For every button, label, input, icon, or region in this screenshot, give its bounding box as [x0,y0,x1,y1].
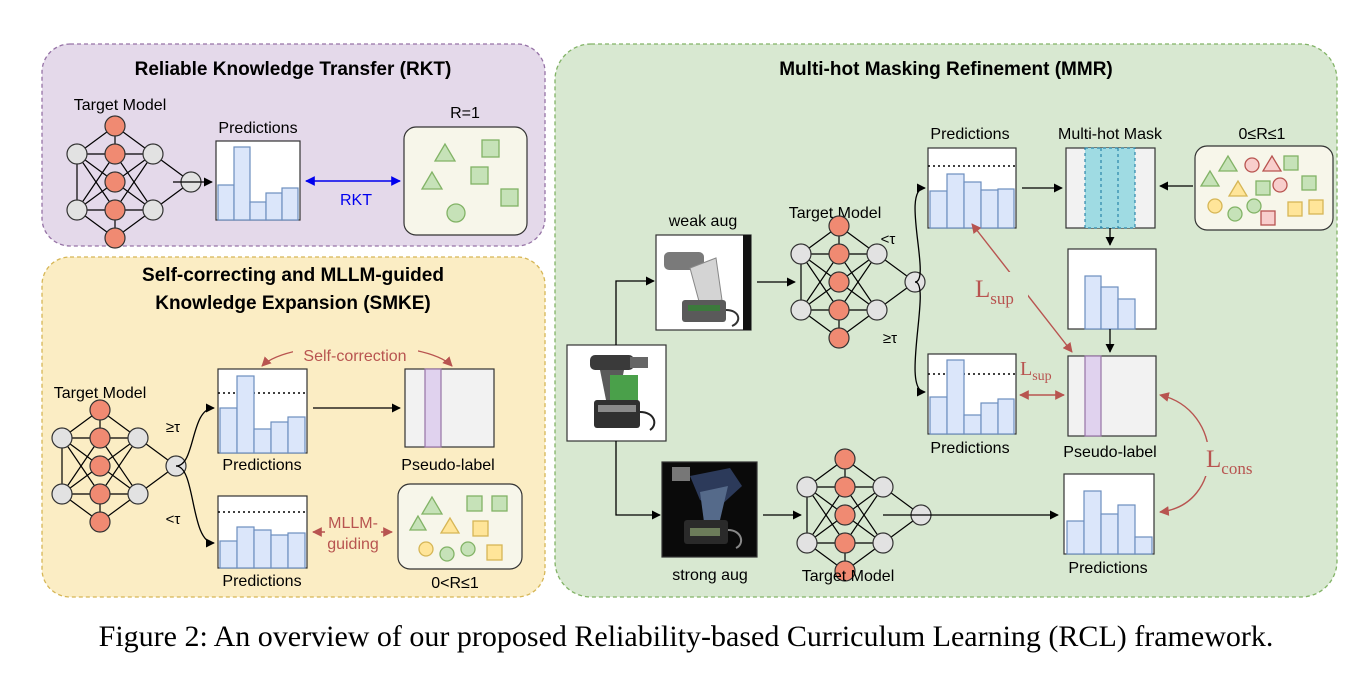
rkt-title: Reliable Knowledge Transfer (RKT) [135,59,452,80]
figure-caption: Figure 2: An overview of our proposed Re… [98,620,1274,653]
mmr-mixed-samples-box [1194,145,1334,231]
mmr-lcons-label: Lcons [1206,446,1252,478]
mmr-lsup-label-bg [972,272,1028,306]
smke-predictions-bottom-chart [217,495,308,569]
smke-self-correction-label-bg [293,344,418,366]
input-image-drill [566,344,667,442]
smke-mllm-label-bg [325,510,381,555]
smke-predictions-top-chart [217,368,308,454]
strong-aug-label: strong aug [672,567,748,584]
multi-hot-mask-label: Multi-hot Mask [1058,126,1163,143]
smke-panel: Self-correcting and MLLM-guided Knowledg… [41,256,546,598]
mmr-ge-tau-label: ≥τ [883,330,897,347]
rkt-reliability-label: R=1 [450,105,480,122]
mmr-arrow-to-strong-aug [615,441,661,520]
rkt-reliable-samples-box [403,126,528,236]
smke-pseudo-label-caption: Pseudo-label [401,457,494,474]
smke-title-line2: Knowledge Expansion (SMKE) [155,293,431,314]
rkt-arrow-label: RKT [340,192,372,209]
smke-title-line1: Self-correcting and MLLM-guided [142,265,444,286]
mmr-target-model-bottom-label: Target Model [802,568,895,585]
mmr-arrow-low-confidence [914,183,926,283]
mmr-predictions-top-label: Predictions [930,126,1009,143]
weak-aug-label: weak aug [668,213,738,230]
mmr-predictions-bottom-chart [1063,473,1155,555]
mmr-panel: Multi-hot Masking Refinement (MMR) weak … [554,43,1338,598]
mmr-masked-predictions-chart [1067,248,1157,330]
mmr-lsup-label-large: Lsup [975,276,1014,308]
rcl-framework-diagram: Reliable Knowledge Transfer (RKT) Target… [41,43,1338,598]
rkt-target-model-label: Target Model [74,97,167,114]
mmr-predictions-bottom-label: Predictions [1068,560,1147,577]
mmr-predictions-mid-chart [927,353,1017,435]
smke-lt-tau-label: <τ [166,511,181,528]
smke-predictions-top-label: Predictions [222,457,301,474]
weak-aug-image [655,234,752,331]
mmr-pseudo-label-box [1067,355,1157,437]
smke-arrow-high-confidence [175,403,215,467]
mmr-target-model-top-label: Target Model [789,205,882,222]
multi-hot-mask-box [1065,147,1156,229]
smke-target-model-label: Target Model [54,385,147,402]
mmr-pseudo-label-caption: Pseudo-label [1063,444,1156,461]
strong-aug-image [661,461,758,558]
mmr-lt-tau-label: <τ [881,231,896,248]
rkt-panel: Reliable Knowledge Transfer (RKT) Target… [41,43,546,249]
smke-self-correction-label: Self-correction [303,348,406,365]
mmr-lcons-label-bg [1203,442,1269,476]
mmr-arrow-to-weak-aug [615,276,655,345]
smke-ge-tau-label: ≥τ [166,419,180,436]
mmr-predictions-top-chart [927,147,1017,229]
mmr-arrow-high-confidence [914,281,926,397]
mmr-lsup-label-small: Lsup [1020,358,1052,384]
smke-predictions-bottom-label: Predictions [222,573,301,590]
smke-reliability-label: 0<R≤1 [431,575,479,592]
smke-mllm-label-line2: guiding [327,536,379,553]
rkt-predictions-chart [215,140,301,221]
smke-mllm-label-line1: MLLM- [328,515,378,532]
smke-arrow-low-confidence [175,465,215,548]
rkt-predictions-label: Predictions [218,120,297,137]
smke-pseudo-label-box [404,368,495,448]
mmr-predictions-mid-label: Predictions [930,440,1009,457]
smke-mixed-samples-box [397,483,523,570]
mmr-title: Multi-hot Masking Refinement (MMR) [779,59,1113,80]
mmr-reliability-label: 0≤R≤1 [1239,126,1286,143]
